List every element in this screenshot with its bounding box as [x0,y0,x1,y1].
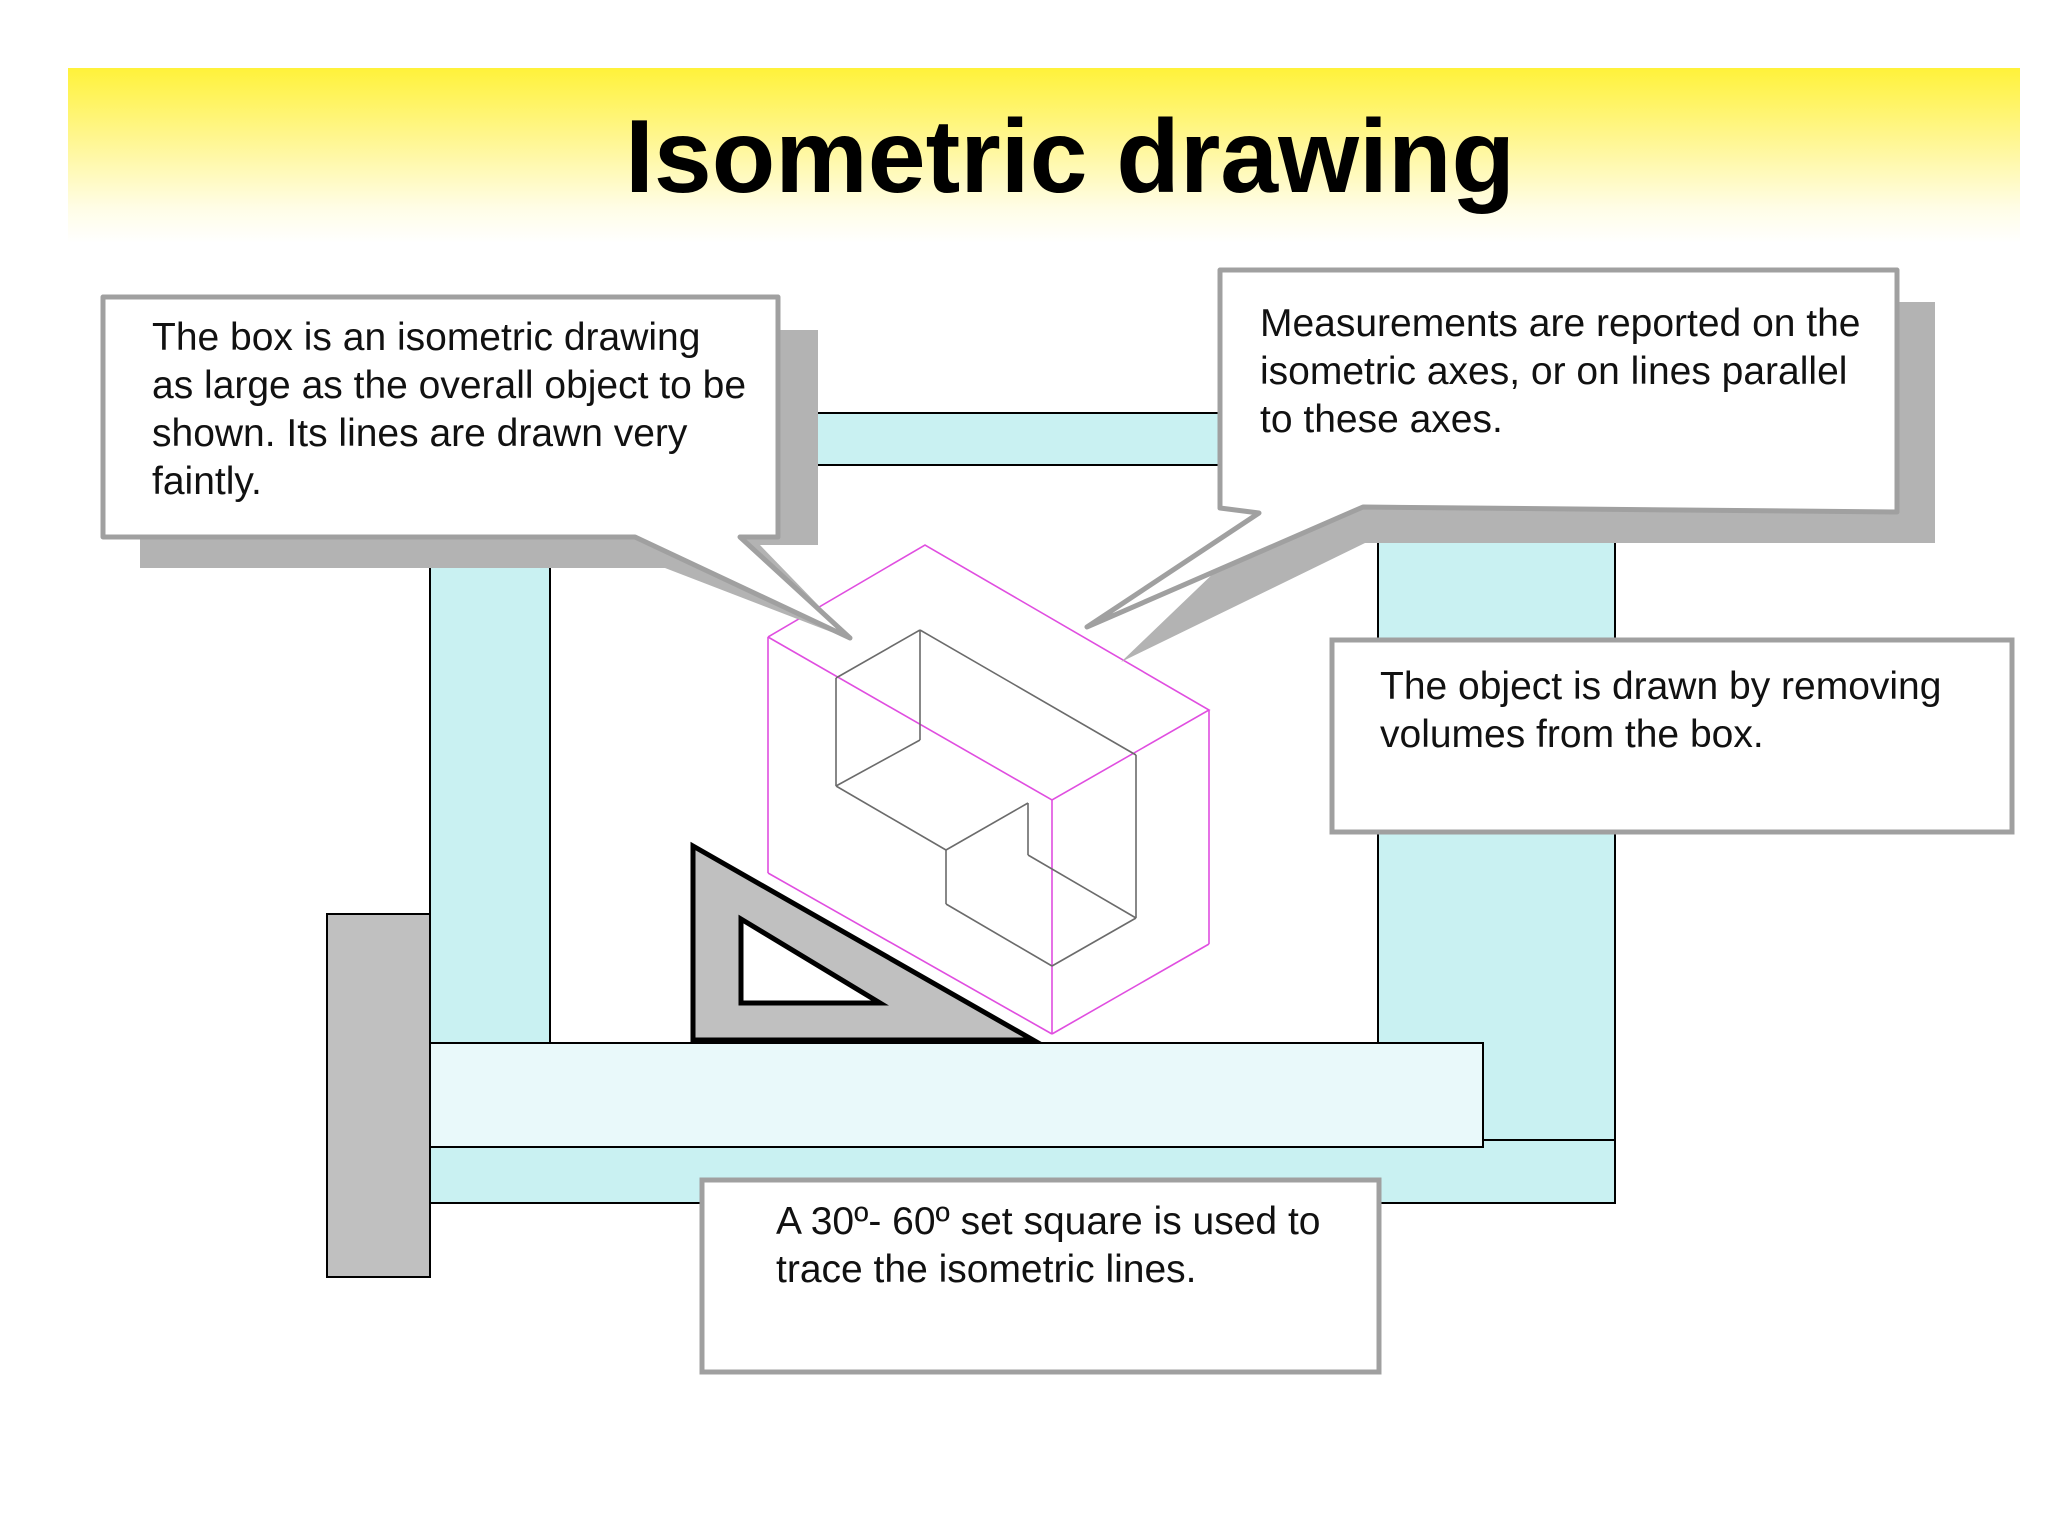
set-square-cutout [738,914,889,1006]
box-edge-bottom-right [1051,943,1210,1035]
callout-set-square-text: A 30º- 60º set square is used to trace t… [776,1200,1321,1291]
box-edge-bottom-left [767,872,1053,1035]
t-square-head [326,913,431,1278]
callout-measurements-frame [1084,267,1900,630]
callout-set-square-frame [699,1177,1382,1375]
callout-measurements-text: Measurements are reported on the isometr… [1260,302,1861,441]
title-band [68,68,2020,243]
callout-object-text: The object is drawn by removing volumes … [1380,665,1942,756]
callout-box-frame [100,294,853,641]
page-title: Isometric drawing [625,99,1515,215]
isometric-object [835,629,1137,967]
callout-object-frame [1329,637,2015,835]
callout-box-text: The box is an isometric drawing as large… [152,316,747,503]
t-square-blade [429,1042,1484,1148]
set-square [690,841,1043,1043]
isometric-box [767,544,1211,1035]
callout-box [100,294,853,641]
callout-measurements [1084,267,1935,662]
t-square [326,913,1484,1278]
